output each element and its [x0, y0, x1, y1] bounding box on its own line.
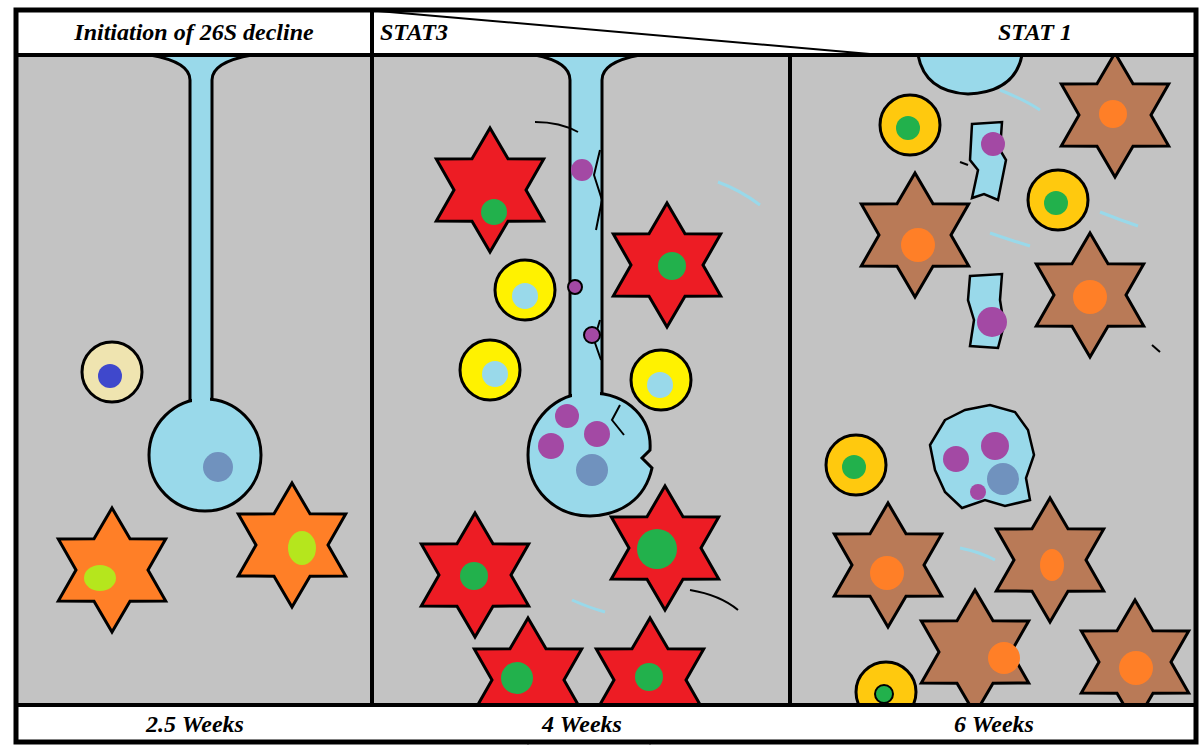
panel-stat3-shape [584, 421, 610, 447]
panel-stat1-shape [861, 173, 968, 297]
panel-stat3-shape [611, 486, 718, 610]
panel-stat1-shape [896, 116, 920, 140]
panel-stat3-shape [495, 260, 555, 320]
panel-grounds-shape [16, 55, 1196, 705]
panel-stat1-shape [834, 503, 941, 627]
panel-stat1-shape [1000, 90, 1040, 110]
panel-stat1-shape [996, 498, 1103, 622]
panel-stat3-shape [584, 327, 600, 343]
panel-stat3-shape [482, 361, 508, 387]
panel-stat1-shape [1073, 280, 1107, 314]
panel-stat3-shape [658, 252, 686, 280]
panel-stat3-shape [512, 283, 538, 309]
panel-stat3-shape [460, 340, 520, 400]
panel-stat1-shape [930, 405, 1034, 508]
panel-stat3-shape [594, 150, 602, 230]
panel-stat3-shape [481, 199, 507, 225]
panel-stat1-shape [981, 132, 1005, 156]
panel-stat1-shape [921, 590, 1028, 714]
panel-stat3-shape [635, 663, 663, 691]
frame-shape [16, 53, 1196, 57]
panel-stat1-shape [970, 484, 986, 500]
panel-stat1-shape [842, 455, 866, 479]
panel-stat3-shape [421, 513, 528, 637]
panel-grounds [16, 10, 1196, 742]
panel-early [58, 55, 345, 632]
panel-stat3-shape [612, 405, 624, 435]
panel-stat1-shape [1028, 170, 1088, 230]
panel-stat3-shape [436, 128, 543, 252]
header-phase: STAT3 [380, 18, 540, 46]
panel-stat3-shape [572, 600, 605, 612]
panel-early-shape [288, 531, 316, 565]
panel-stat3-shape [647, 372, 673, 398]
time-label: 4 Weeks [376, 710, 788, 738]
panel-stat3-shape [637, 529, 677, 569]
panel-stat1-shape [901, 228, 935, 262]
panel-stat3-shape [555, 404, 579, 428]
panel-stat1-shape [875, 685, 893, 703]
panel-early-shape [149, 399, 261, 511]
panel-stat3-shape [538, 433, 564, 459]
panel-stat1-shape [960, 162, 968, 165]
panel-stat1-shape [1100, 212, 1138, 226]
panel-early-shape [82, 342, 142, 402]
panel-early-shape [98, 364, 122, 388]
panel-stat1-shape [943, 446, 969, 472]
panel-stat3 [421, 55, 760, 742]
time-label: 2.5 Weeks [20, 710, 370, 738]
panel-stat3-shape [535, 122, 578, 132]
panel-stat3-shape [576, 454, 608, 486]
panel-grounds-shape [16, 10, 1196, 742]
panel-stat1-shape [977, 307, 1007, 337]
panel-early-shape [192, 70, 210, 415]
panel-stat3-shape [501, 662, 533, 694]
frame-shape [16, 705, 1196, 742]
panel-stat3-shape [460, 562, 488, 590]
panel-stat3-shape [571, 159, 593, 181]
panel-stat1-shape [987, 463, 1019, 495]
panel-stat1-shape [1061, 53, 1168, 177]
panel-stat1-shape [1040, 549, 1064, 581]
panel-stat1-shape [870, 556, 904, 590]
frame [16, 10, 1196, 742]
frame-shape [16, 703, 1196, 707]
panel-stat1-shape [1099, 100, 1127, 128]
panel-stat1-shape [1152, 345, 1160, 352]
panel-stat1-shape [981, 432, 1009, 460]
panel-stat1-shape [918, 55, 1022, 94]
panel-stat1 [826, 53, 1189, 724]
panel-stat3-shape [631, 350, 691, 410]
panel-early-shape [58, 508, 165, 632]
panel-stat1-shape [1119, 651, 1153, 685]
header-phase: STAT 1 [880, 18, 1190, 46]
time-label: 6 Weeks [794, 710, 1194, 738]
panel-stat1-shape [970, 122, 1006, 200]
panel-stat3-shape [613, 203, 720, 327]
frame-shape [788, 55, 792, 705]
panel-stat1-shape [988, 642, 1020, 674]
frame-shape [16, 10, 1196, 55]
panel-stat3-shape [572, 70, 600, 410]
panel-stat1-shape [960, 548, 995, 560]
panel-early-shape [203, 452, 233, 482]
frame-shape [370, 10, 374, 705]
panel-stat1-shape [826, 435, 886, 495]
panel-stat3-shape [690, 590, 738, 610]
panel-stat1-shape [880, 95, 940, 155]
frame-shape [378, 11, 870, 54]
frame-shape [16, 10, 1196, 742]
panel-stat1-shape [1036, 233, 1143, 357]
panel-stat1-shape [1044, 191, 1068, 215]
header-title: Initiation of 26S decline [20, 18, 368, 46]
panel-early-shape [84, 565, 116, 591]
panel-stat3-shape [568, 280, 582, 294]
panel-stat3-shape [718, 182, 760, 205]
panel-stat1-shape [990, 233, 1030, 246]
panel-early-shape [238, 483, 345, 607]
panel-stat3-shape [528, 393, 652, 516]
